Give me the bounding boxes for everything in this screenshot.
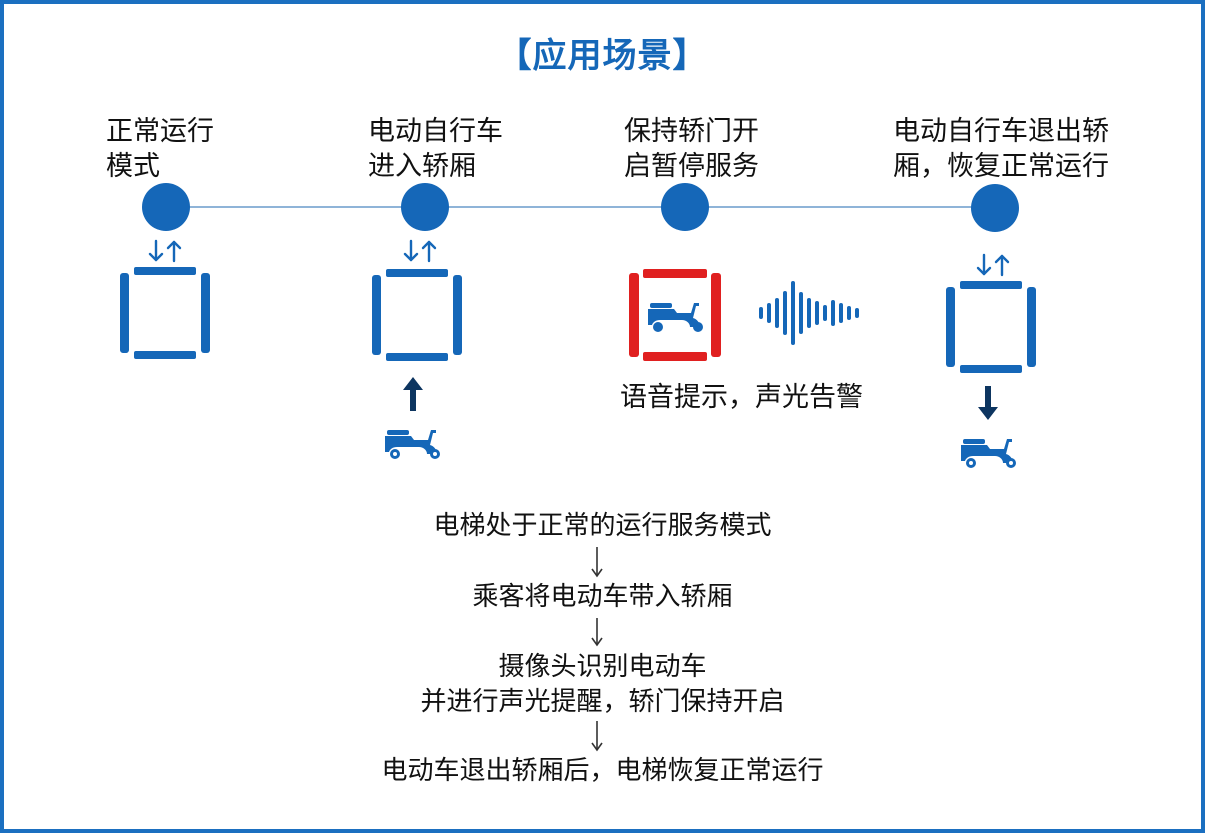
step-label-line: 启暂停服务 — [624, 151, 759, 182]
scooter-icon — [961, 439, 1016, 468]
flow-step-4: 电动车退出轿厢后，电梯恢复正常运行 — [0, 754, 1205, 789]
step-label-line: 正常运行 — [106, 116, 214, 147]
flow-step-line: 并进行声光提醒，轿门保持开启 — [420, 687, 785, 717]
timeline-node — [142, 183, 190, 231]
flow-arrow-down-icon — [591, 721, 603, 752]
scooter-icon — [385, 430, 440, 459]
flow-step-3: 摄像头识别电动车 并进行声光提醒，轿门保持开启 — [0, 650, 1205, 720]
flow-step-1: 电梯处于正常的运行服务模式 — [0, 509, 1205, 544]
flow-arrow-down-icon — [591, 618, 603, 647]
flow-step-line: 电梯处于正常的运行服务模式 — [433, 511, 772, 541]
step-label-line: 进入轿厢 — [368, 151, 476, 182]
elevator-car-icon — [372, 269, 462, 361]
timeline-node — [661, 183, 709, 231]
step-label-exit: 电动自行车退出轿 厢，恢复正常运行 — [893, 114, 1109, 184]
arrow-up-icon — [403, 377, 423, 411]
timeline-node — [401, 183, 449, 231]
arrow-down-icon — [978, 386, 998, 420]
flow-step-2: 乘客将电动车带入轿厢 — [0, 580, 1205, 615]
timeline-node — [971, 184, 1019, 232]
page-title: 【应用场景】 — [497, 36, 708, 76]
step-label-normal: 正常运行 模式 — [106, 114, 214, 184]
elevator-car-alarm-icon — [629, 269, 721, 361]
flow-step-line: 电动车退出轿厢后，电梯恢复正常运行 — [381, 756, 824, 786]
sound-wave-icon — [759, 281, 859, 345]
timeline-line — [166, 206, 996, 208]
alarm-caption: 语音提示，声光告警 — [620, 382, 863, 413]
elevator-car-icon — [946, 281, 1036, 373]
flow-step-line: 摄像头识别电动车 — [498, 652, 707, 682]
up-down-arrows-icon — [403, 239, 437, 263]
step-label-enter: 电动自行车 进入轿厢 — [368, 114, 503, 184]
flow-arrow-down-icon — [591, 547, 603, 578]
up-down-arrows-icon — [976, 253, 1010, 277]
elevator-car-icon — [120, 267, 210, 359]
step-label-line: 厢，恢复正常运行 — [893, 151, 1109, 182]
step-label-line: 模式 — [106, 151, 160, 182]
flow-step-line: 乘客将电动车带入轿厢 — [472, 582, 733, 612]
up-down-arrows-icon — [148, 239, 182, 263]
step-label-line: 电动自行车退出轿 — [893, 116, 1109, 147]
step-label-line: 电动自行车 — [368, 116, 503, 147]
step-label-pause: 保持轿门开 启暂停服务 — [624, 114, 759, 184]
step-label-line: 保持轿门开 — [624, 116, 759, 147]
